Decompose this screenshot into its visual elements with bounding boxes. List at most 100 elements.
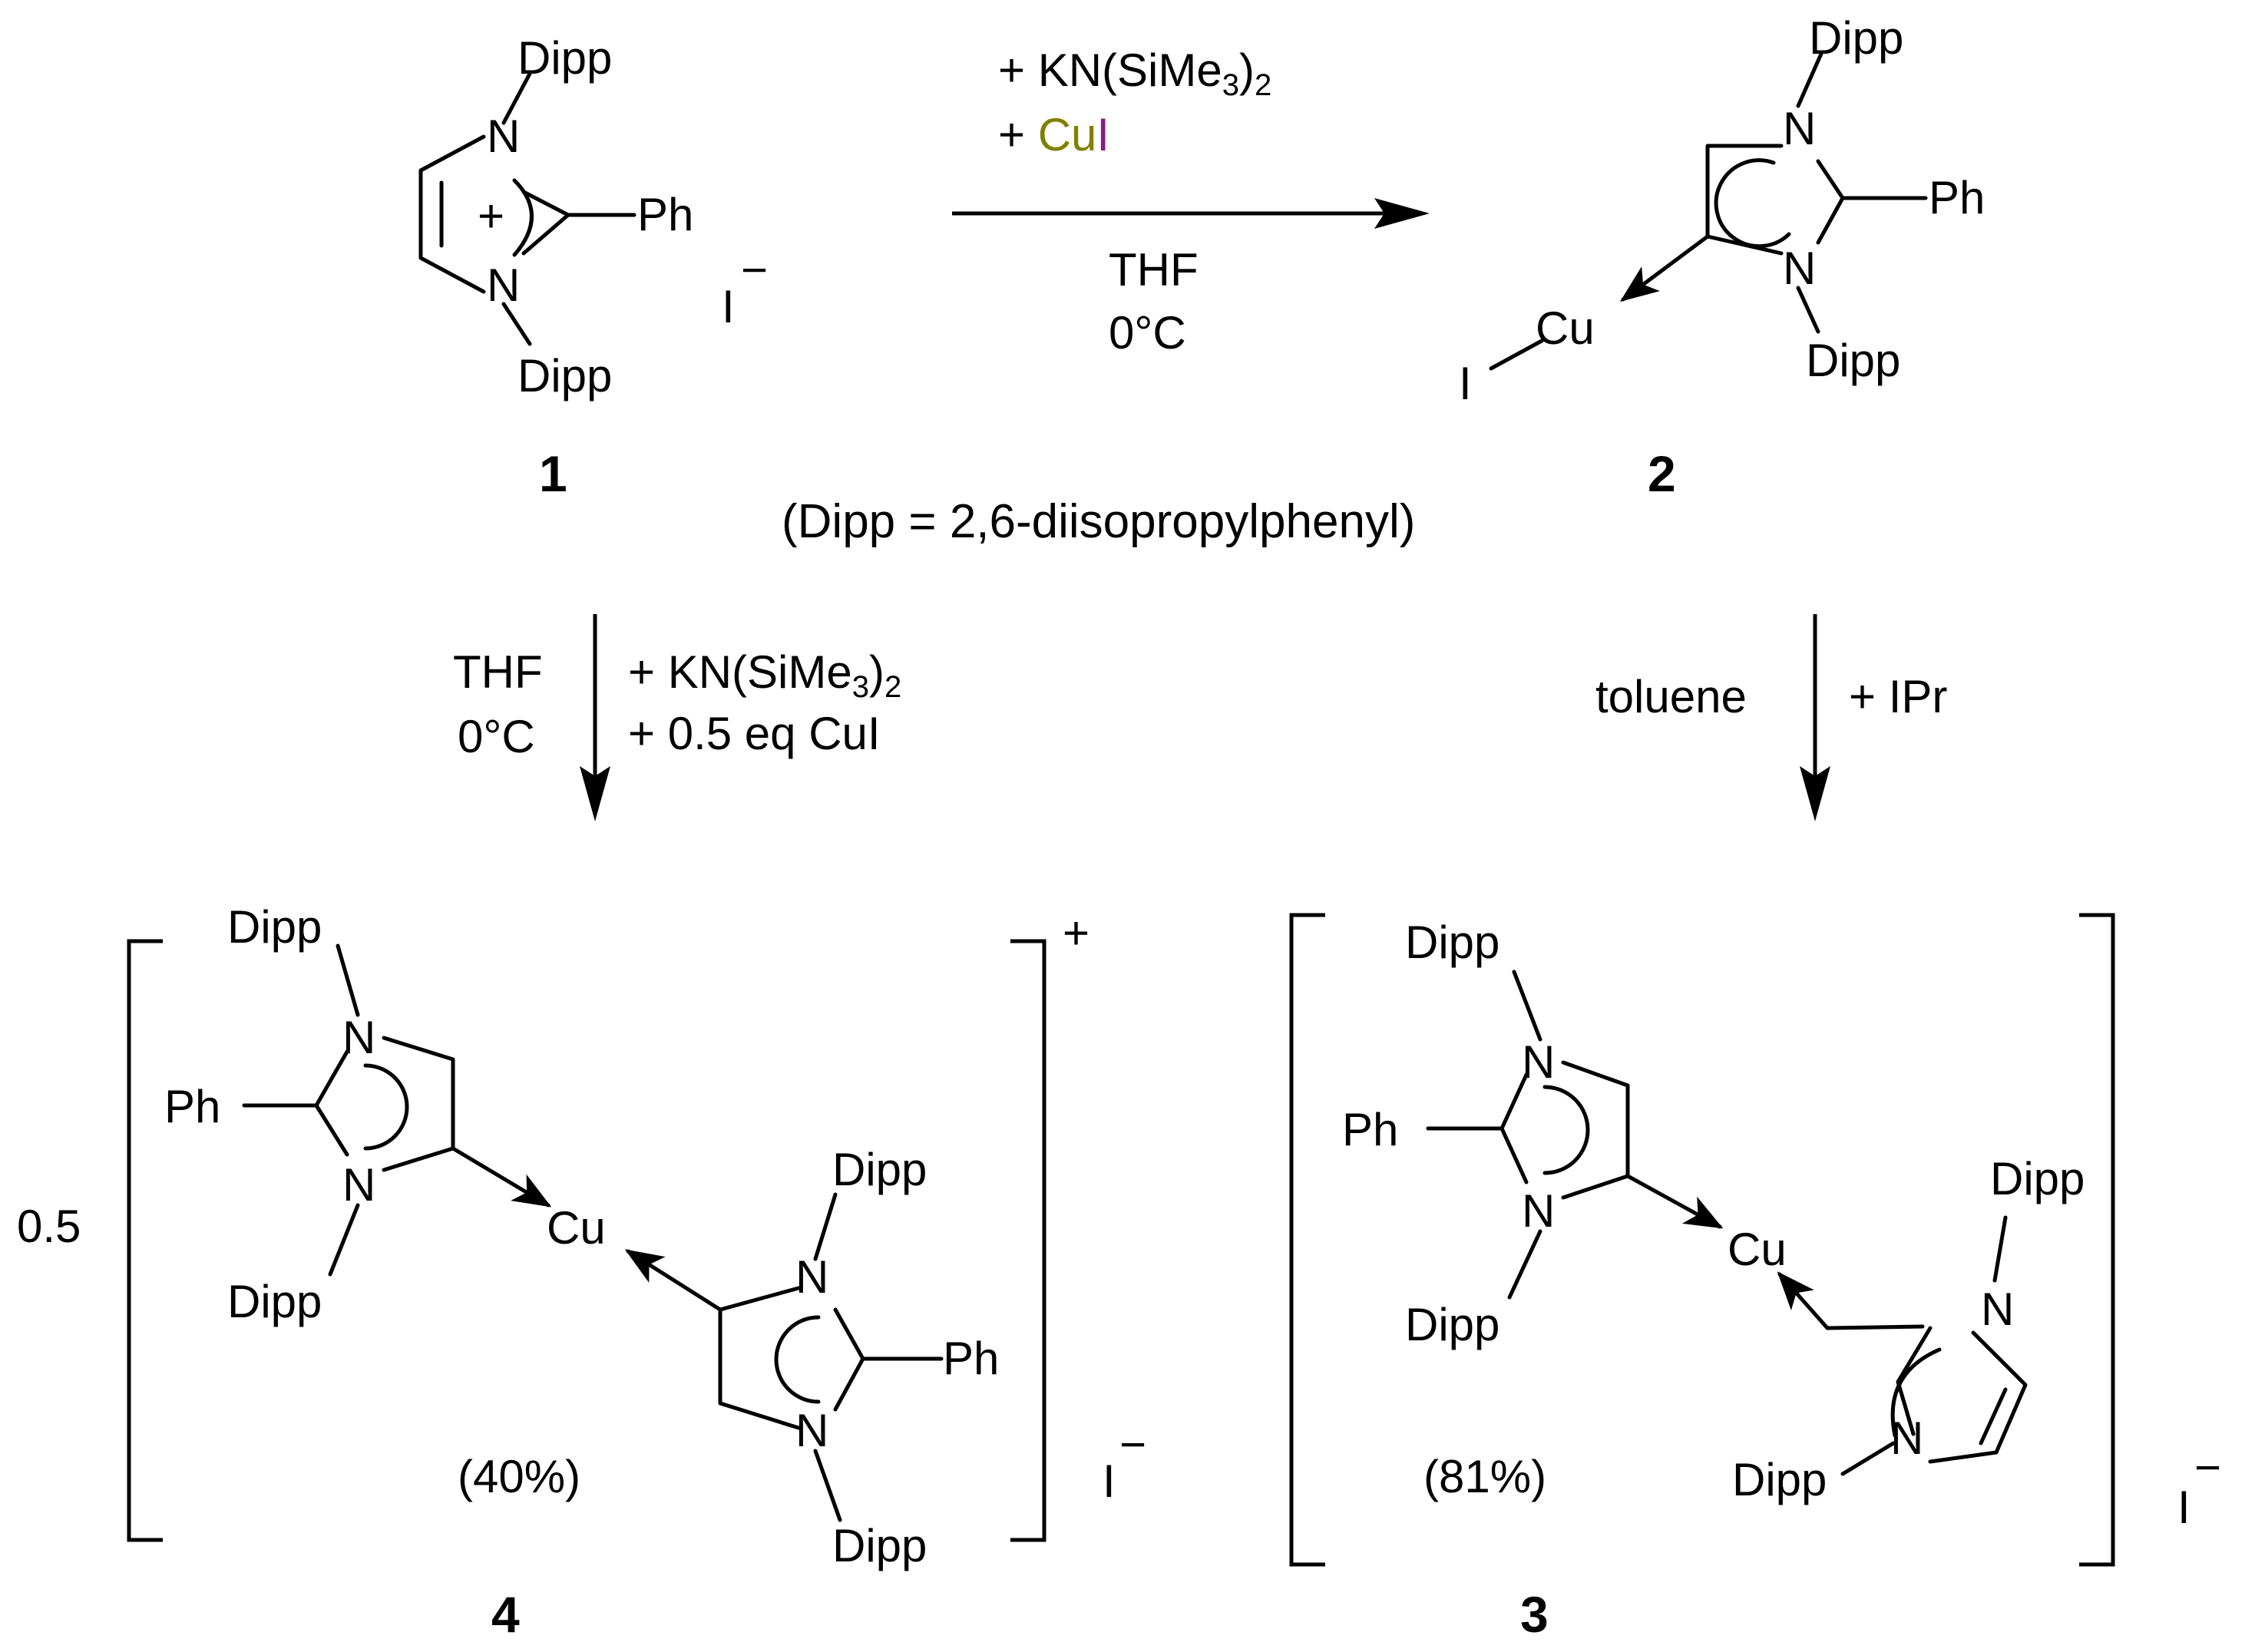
phenyl-label: Ph [637,189,693,240]
delocalization-arc [1890,1347,1942,1438]
compound-number-2: 2 [1648,445,1676,502]
positive-charge: + [1063,907,1089,959]
n-dipp-bond-bottom [501,302,532,346]
dipp-label: Dipp [227,1276,322,1327]
aromatic-circle [363,1063,409,1151]
aromatic-circle [774,1315,821,1404]
n-dipp-bond-bottom [1507,1229,1542,1300]
negative-charge: − [1119,1419,1146,1470]
dipp-label: Dipp [517,32,612,84]
dipp-label: Dipp [1809,12,1903,64]
aromatic-circle [1714,158,1791,249]
nitrogen-atom: N [342,1159,375,1211]
n-dipp-bond-bottom [328,1203,360,1277]
phenyl-label: Ph [1929,172,1985,223]
imidazolyl-ring-bonds [1499,1060,1630,1200]
n-dipp-bond-top [336,943,360,1017]
compound-2: N N Dipp Dipp Ph Cu I 2 [1459,12,1985,502]
reaction-arrow-2-to-3: toluene + IPr [1595,614,1947,821]
nitrogen-atom: N [795,1405,828,1456]
phenyl-label: Ph [943,1333,999,1384]
stoichiometric-coefficient: 0.5 [17,1201,81,1252]
dipp-label: Dipp [1405,1299,1499,1350]
reagent-cui: + CuI [998,109,1109,160]
reagent-kn-sime3-2: + KN(SiMe3)2 [628,646,901,704]
arrow-head [1800,766,1830,821]
n-dipp-bond-bottom [1840,1441,1896,1476]
dipp-label: Dipp [1732,1454,1827,1505]
left-bracket [127,939,163,1542]
yield-label: (40%) [458,1451,580,1502]
copper-atom: Cu [547,1202,606,1254]
c-cu-dative-bond [451,1146,552,1208]
reagent-ipr: + IPr [1849,671,1947,722]
n-dipp-bond-bottom [813,1449,842,1522]
solvent-thf: THF [453,646,543,698]
arrow-head [1374,198,1430,229]
c-cu-dative-bond [1777,1271,1830,1330]
right-bracket [1010,939,1046,1542]
nitrogen-atom: N [1890,1412,1923,1464]
phenyl-label: Ph [1342,1104,1398,1155]
c-cu-dative-bond [1625,1174,1724,1229]
iodine-atom: I [1459,358,1472,409]
n-dipp-bond-bottom [1796,286,1820,334]
nitrogen-atom-bottom: N [487,259,520,311]
temperature: 0°C [458,711,535,762]
dipp-definition: (Dipp = 2,6-diisopropylphenyl) [782,495,1415,548]
dipp-label: Dipp [1405,917,1499,968]
nitrogen-atom-bottom: N [1783,243,1816,294]
imidazolyl-ring-bonds [718,1286,865,1430]
negative-charge: − [741,244,768,296]
temperature: 0°C [1109,307,1186,358]
dipp-label: Dipp [227,901,322,953]
dipp-label: Dipp [517,350,612,401]
arrow-head [580,766,610,821]
compound-number-1: 1 [539,445,567,502]
nitrogen-atom-top: N [487,111,520,162]
phenyl-label: Ph [164,1081,220,1132]
c-cu-dative-bond [1619,234,1710,302]
solvent-thf: THF [1109,244,1199,296]
ipr-ring-bonds [1825,1324,2028,1464]
yield-label: (81%) [1423,1451,1546,1502]
n-dipp-bond-top [501,71,532,125]
nitrogen-atom: N [1522,1036,1555,1088]
reagent-half-eq-cui: + 0.5 eq CuI [628,708,881,759]
nitrogen-atom: N [1981,1284,2014,1335]
aromatic-circle [1542,1085,1590,1175]
reaction-arrow-1-to-2: + KN(SiMe3)2 + CuI THF 0°C [952,45,1430,358]
left-bracket [1289,913,1325,1567]
n-dipp-bond-top [1796,51,1824,108]
solvent-toluene: toluene [1595,671,1747,722]
compound-4: 0.5 + I − N N Dipp Dipp Ph Cu N N Dipp D… [17,901,1146,1643]
delocalization-arc [512,178,534,257]
iodide-counterion: I [722,281,735,332]
dipp-label: Dipp [1990,1153,2085,1204]
dipp-label: Dipp [832,1520,927,1571]
compound-number-4: 4 [491,1586,520,1643]
compound-number-3: 3 [1520,1586,1549,1643]
dipp-label: Dipp [832,1144,927,1195]
negative-charge: − [2194,1442,2221,1493]
n-dipp-bond-top [813,1192,838,1261]
imidazolyl-ring-bonds [314,1036,455,1172]
nitrogen-atom: N [342,1012,375,1063]
nitrogen-atom: N [795,1251,828,1303]
reaction-arrow-1-to-4: THF 0°C + KN(SiMe3)2 + 0.5 eq CuI [453,614,901,821]
iodide-counterion: I [1103,1455,1116,1507]
n-dipp-bond-top [1992,1215,2008,1283]
dipp-label: Dipp [1806,335,1900,386]
n-dipp-bond-top [1512,970,1542,1042]
nitrogen-atom: N [1522,1185,1555,1237]
copper-atom: Cu [1536,302,1595,354]
compound-3: I − N N Dipp Dipp Ph Cu N N Dipp Dipp (8… [1289,913,2221,1643]
plus-in-ring: + [478,190,504,242]
cu-i-bond [1489,339,1544,371]
c-cu-dative-bond [624,1249,722,1312]
nitrogen-atom-top: N [1783,103,1816,154]
compound-1: N N + Dipp Dipp Ph I − 1 [418,32,768,502]
reagent-kn-sime3-2: + KN(SiMe3)2 [998,45,1271,102]
iodide-counterion: I [2177,1482,2191,1533]
